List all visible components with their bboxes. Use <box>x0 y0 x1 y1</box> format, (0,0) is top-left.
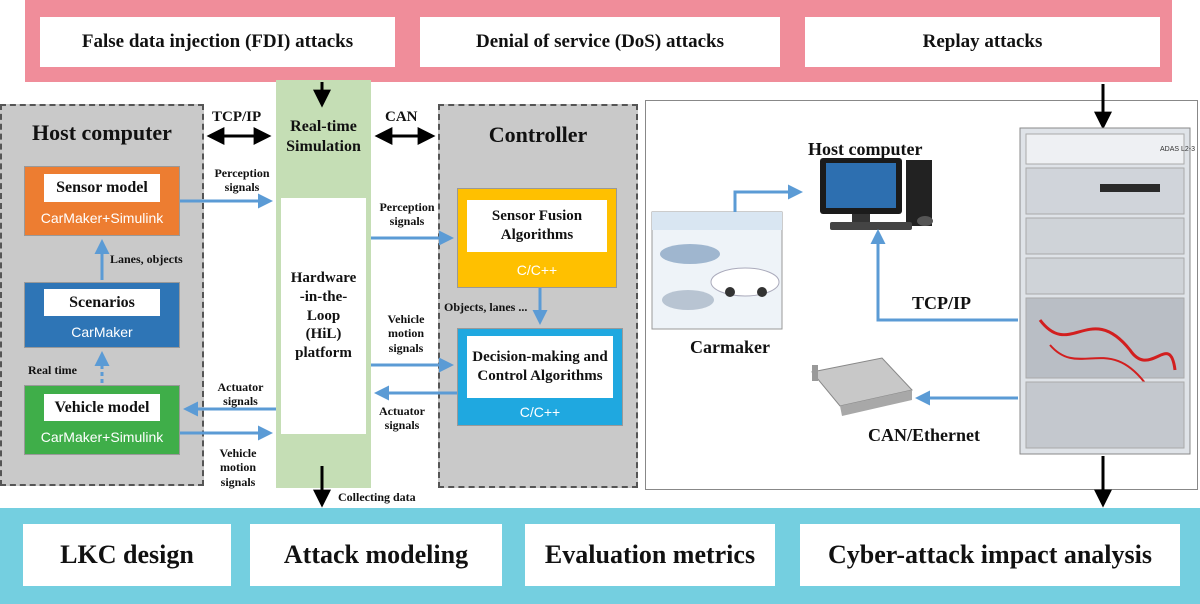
sensor-model-label: Sensor model <box>44 174 160 202</box>
vehicle-motion-signals-left: Vehicle motion signals <box>208 446 268 489</box>
photo-host-computer-label: Host computer <box>808 139 923 159</box>
can-link-label: CAN <box>385 109 418 125</box>
vm-left-line-1: Vehicle <box>219 446 257 460</box>
controller-panel-title: Controller <box>488 122 588 147</box>
tcp-ip-link-label: TCP/IP <box>212 109 262 125</box>
vehicle-model-label: Vehicle model <box>44 394 160 421</box>
carmaker-to-host-arrow <box>733 184 803 212</box>
attack-modeling-label: Attack modeling <box>283 540 469 569</box>
ecu-controller-image <box>811 357 913 416</box>
hil-line-4: (HiL) <box>305 326 342 343</box>
sensor-fusion-label: Sensor Fusion Algorithms <box>467 200 607 252</box>
hil-line-1: Hardware <box>290 270 357 287</box>
replay-attack-label: Replay attacks <box>922 31 1043 52</box>
rack-brand-label: ADAS L2-3 <box>1160 146 1195 153</box>
real-time-label: Real time <box>28 363 77 377</box>
perception-right-line-1: Perception <box>379 200 435 214</box>
rack-to-host-tcp-arrow <box>870 229 1018 322</box>
hil-line-2: -in-the- <box>299 288 348 305</box>
host-panel-title: Host computer <box>32 120 172 145</box>
actuator-signals-left: Actuator signals <box>208 380 273 409</box>
vm-left-line-3: signals <box>220 474 256 489</box>
perception-signals-right: Perception signals <box>372 200 442 229</box>
photo-carmaker-label: Carmaker <box>690 337 770 357</box>
hil-platform-box <box>281 198 366 434</box>
hil-line-3: Loop <box>306 307 341 324</box>
actuator-signals-right: Actuator signals <box>372 404 432 433</box>
dos-attack-box: Denial of service (DoS) attacks <box>420 17 780 67</box>
actuator-left-line-1: Actuator <box>217 380 264 394</box>
actuator-right-line-1: Actuator <box>379 404 425 418</box>
evaluation-metrics-box: Evaluation metrics <box>525 524 775 586</box>
fdi-attack-box: False data injection (FDI) attacks <box>40 17 395 67</box>
vehicle-motion-signals-right: Vehicle motion signals <box>376 312 436 355</box>
replay-attack-box: Replay attacks <box>805 17 1160 67</box>
photo-tcp-ip-label: TCP/IP <box>912 293 972 313</box>
hil-line-5: platform <box>295 345 352 362</box>
lkc-design-box: LKC design <box>23 524 231 586</box>
realtime-simulation-label: Real-time Simulation <box>286 118 361 155</box>
desktop-computer-image <box>820 158 933 230</box>
vm-right-line-1: Vehicle <box>387 312 425 326</box>
impact-analysis-label: Cyber-attack impact analysis <box>827 540 1152 569</box>
vehicle-model-sub: CarMaker+Simulink <box>40 429 164 445</box>
perception-left-line-2: signals <box>224 180 260 195</box>
fdi-attack-label: False data injection (FDI) attacks <box>81 31 354 52</box>
carmaker-screenshot-image <box>651 211 783 330</box>
scenarios-sub: CarMaker <box>71 324 133 340</box>
objects-lanes-label: Objects, lanes ... <box>444 300 528 314</box>
sensor-model-sub: CarMaker+Simulink <box>40 210 164 226</box>
actuator-left-line-2: signals <box>223 394 258 409</box>
perception-left-line-1: Perception <box>214 166 270 180</box>
perception-signals-left: Perception signals <box>207 166 277 195</box>
hil-platform-label: Hardware -in-the- Loop (HiL) platform <box>281 198 366 434</box>
perception-right-line-2: signals <box>389 214 425 229</box>
lanes-objects-label: Lanes, objects <box>110 252 183 266</box>
hil-rack-image: ADAS L2-3 <box>1019 127 1195 455</box>
vm-left-line-2: motion <box>220 460 256 475</box>
vm-right-line-3: signals <box>388 340 424 355</box>
lkc-design-label: LKC design <box>60 540 194 569</box>
vm-right-line-2: motion <box>388 326 424 341</box>
decision-control-label: Decision-making and Control Algorithms <box>467 336 613 398</box>
decision-control-sub: C/C++ <box>519 404 561 420</box>
sensor-fusion-sub: C/C++ <box>516 262 558 278</box>
photo-can-ethernet-label: CAN/Ethernet <box>868 425 980 445</box>
actuator-right-line-2: signals <box>384 418 420 433</box>
collecting-data-label: Collecting data <box>338 490 416 504</box>
scenarios-label: Scenarios <box>44 289 160 316</box>
attack-modeling-box: Attack modeling <box>250 524 502 586</box>
evaluation-metrics-label: Evaluation metrics <box>544 540 756 569</box>
dos-attack-label: Denial of service (DoS) attacks <box>475 31 724 52</box>
impact-analysis-box: Cyber-attack impact analysis <box>800 524 1180 586</box>
